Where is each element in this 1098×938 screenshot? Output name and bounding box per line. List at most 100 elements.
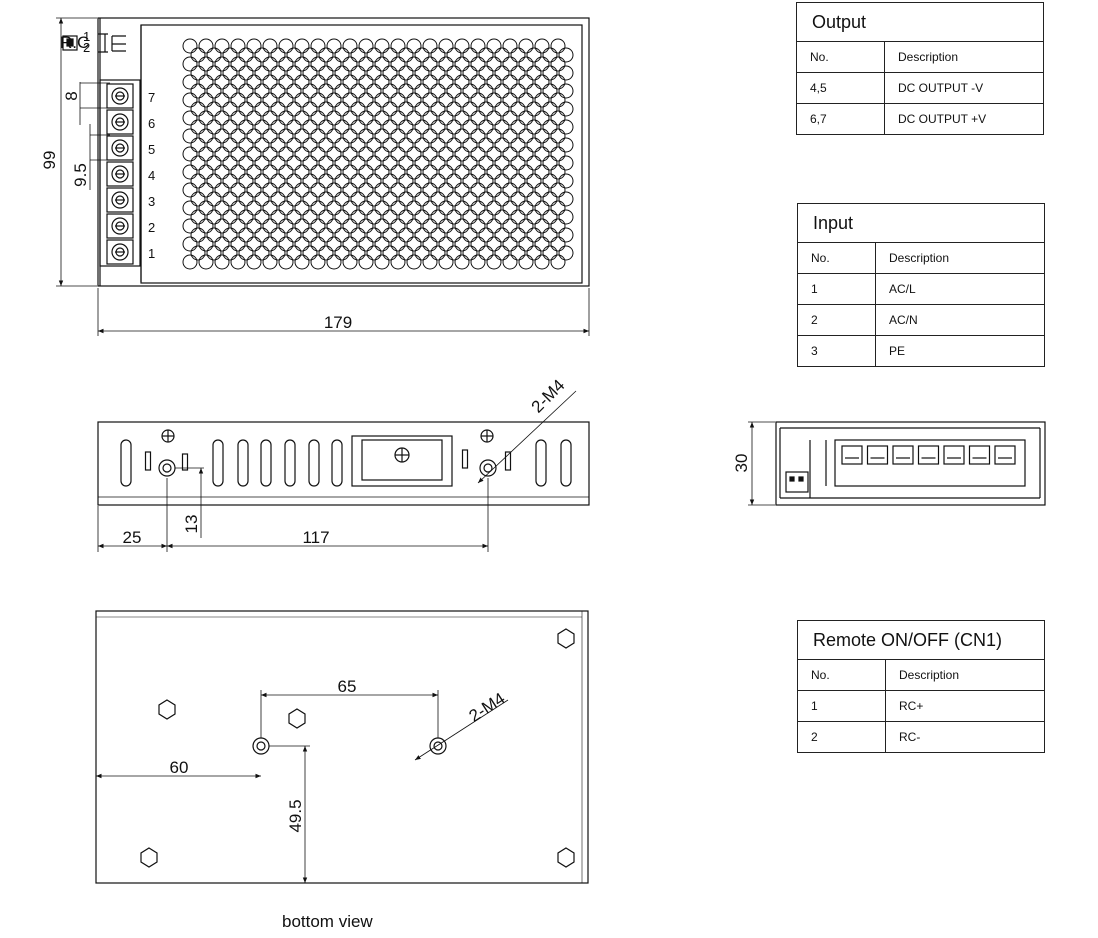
terminal-label-2: 2 [148,220,155,235]
vent-hole [462,227,478,243]
vent-hole [182,56,198,72]
terminal-label-3: 3 [148,194,155,209]
vent-hole [502,164,518,180]
vent-hole [230,236,246,252]
vent-hole [230,128,246,144]
vent-hole [286,155,302,171]
vent-hole [358,182,374,198]
output-table: Output No. Description 4,5 DC OUTPUT -V … [796,2,1044,135]
vent-hole [526,83,542,99]
vent-hole [390,146,406,162]
vent-hole [318,245,334,261]
vent-hole [550,164,566,180]
vent-hole [350,173,366,189]
vent-hole [558,101,574,117]
vent-hole [534,38,550,54]
vent-slot [260,439,272,487]
vent-hole [534,218,550,234]
vent-hole [502,236,518,252]
vent-slot [504,451,512,471]
vent-hole [534,200,550,216]
vent-hole [302,65,318,81]
vent-hole [534,182,550,198]
vent-hole [470,128,486,144]
vent-hole [406,182,422,198]
vent-hole [526,155,542,171]
vent-hole [502,110,518,126]
vent-hole [534,164,550,180]
vent-hole [406,74,422,90]
vent-hole [486,38,502,54]
vent-hole [198,218,214,234]
vent-hole [414,83,430,99]
terminal-label-4: 4 [148,168,155,183]
vent-hole [246,200,262,216]
vent-hole [478,173,494,189]
dim-bottom-60: 60 [170,758,189,777]
vent-hole [302,173,318,189]
vent-hole [390,56,406,72]
vent-hole [446,209,462,225]
vent-hole [206,245,222,261]
vent-hole [270,209,286,225]
vent-hole [214,92,230,108]
side-view-outline [97,421,590,506]
vent-hole [238,209,254,225]
vent-hole [278,182,294,198]
vent-hole [486,254,502,270]
vent-hole [446,245,462,261]
vent-hole [302,47,318,63]
vent-hole [310,110,326,126]
vent-hole [438,164,454,180]
vent-hole [294,110,310,126]
vent-hole [214,236,230,252]
vent-hole [326,146,342,162]
vent-slot [560,439,572,487]
vent-hole [254,209,270,225]
vent-hole [318,209,334,225]
vent-hole [382,119,398,135]
vent-hole [358,236,374,252]
vent-hole [526,119,542,135]
vent-hole [334,47,350,63]
vent-hole [494,83,510,99]
vent-hole [270,245,286,261]
vent-hole [414,245,430,261]
vent-hole [478,101,494,117]
vent-hole [502,74,518,90]
vent-hole [278,200,294,216]
end-view [748,421,1046,506]
vent-hole [262,110,278,126]
bottom-view-caption: bottom view [282,912,373,931]
vent-hole [326,182,342,198]
vent-hole [326,74,342,90]
vent-hole [310,92,326,108]
vent-hole [262,92,278,108]
vent-hole [294,146,310,162]
vent-hole [358,110,374,126]
vent-hole [366,65,382,81]
vent-hole [254,119,270,135]
vent-hole [454,236,470,252]
vent-hole [438,236,454,252]
vent-hole [278,146,294,162]
vent-hole [310,254,326,270]
vent-hole [350,137,366,153]
vent-hole [366,83,382,99]
vent-hole [462,245,478,261]
vent-hole [318,191,334,207]
vent-hole [406,128,422,144]
vent-hole [302,209,318,225]
vent-hole [262,74,278,90]
vent-hole [550,254,566,270]
dim-bottom-49-5: 49.5 [286,799,305,832]
vent-hole [398,65,414,81]
output-table-title: Output [796,2,1044,42]
vent-hole [270,47,286,63]
vent-hole [406,218,422,234]
vent-hole [182,164,198,180]
terminal-screw [111,217,129,235]
vent-hole [334,101,350,117]
vent-hole [222,191,238,207]
vent-hole [230,146,246,162]
